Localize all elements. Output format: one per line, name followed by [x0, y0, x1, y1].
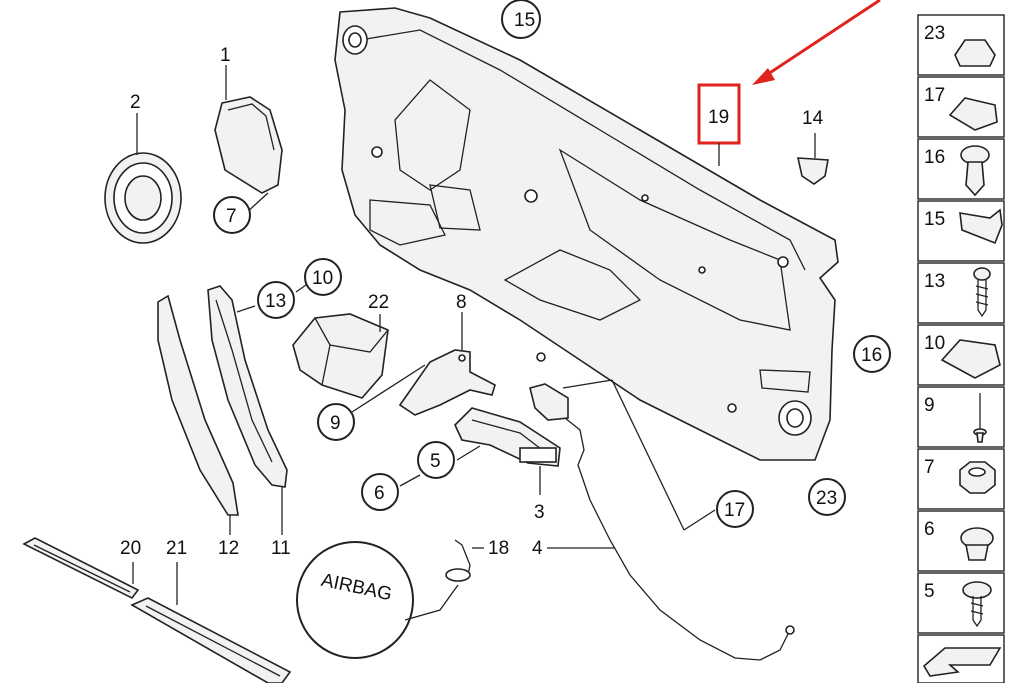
- label-6: 6: [374, 483, 385, 504]
- lock-mechanism: [529, 383, 795, 661]
- label-23: 23: [816, 488, 837, 509]
- airbag-callout: [296, 541, 414, 659]
- arrow-head: [752, 68, 775, 85]
- label-4: 4: [532, 538, 543, 559]
- door-trim-panel: [334, 7, 839, 461]
- label-14: 14: [802, 108, 824, 129]
- legend-label-15: 15: [924, 209, 945, 230]
- legend-label-13: 13: [924, 271, 945, 292]
- label-5: 5: [430, 451, 441, 472]
- label-9: 9: [330, 413, 341, 434]
- clip-nut-icon: [948, 97, 998, 131]
- mounting-bracket: [398, 349, 496, 416]
- washer-screw-icon: [962, 581, 992, 628]
- clip-14: [796, 157, 829, 185]
- label-16: 16: [861, 345, 882, 366]
- speaker-ring: [104, 152, 182, 244]
- spring-clip-icon: [959, 208, 1003, 245]
- trim-strip-11: [207, 285, 288, 488]
- trim-strip-12: [157, 294, 239, 516]
- label-7: 7: [226, 206, 237, 227]
- label-2: 2: [130, 92, 141, 113]
- legend-label-23: 23: [924, 23, 945, 44]
- pocket-box: [292, 313, 389, 399]
- sill-strip-21: [130, 597, 292, 683]
- label-3: 3: [534, 502, 545, 523]
- expanding-nut-icon: [960, 527, 994, 561]
- label-18: 18: [488, 538, 509, 559]
- legend-label-7: 7: [924, 457, 935, 478]
- fastener-legend: 23 17 16 15 13 10 9 7 6 5: [917, 14, 1005, 683]
- label-10: 10: [312, 268, 333, 289]
- label-22: 22: [368, 292, 389, 313]
- label-8: 8: [456, 292, 467, 313]
- pad-icon: [954, 39, 996, 67]
- label-17: 17: [724, 500, 745, 521]
- legend-label-9: 9: [924, 395, 935, 416]
- label-19: 19: [708, 107, 729, 128]
- label-20: 20: [120, 538, 141, 559]
- label-11: 11: [271, 538, 291, 559]
- legend-label-17: 17: [924, 85, 945, 106]
- legend-label-10: 10: [924, 333, 945, 354]
- legend-label-5: 5: [924, 581, 935, 602]
- clip-nut-10-icon: [940, 339, 1001, 379]
- label-12: 12: [218, 538, 239, 559]
- hex-nut-icon: [959, 461, 996, 494]
- rivet-pin-icon: [973, 393, 987, 443]
- push-clip-icon: [960, 145, 990, 197]
- label-1: 1: [220, 45, 231, 66]
- label-15: 15: [514, 10, 535, 31]
- sill-strip-20: [22, 537, 140, 600]
- screw-icon: [973, 267, 991, 318]
- legend-label-6: 6: [924, 519, 935, 540]
- legend-label-16: 16: [924, 147, 945, 168]
- label-21: 21: [166, 538, 187, 559]
- highlight-arrow: [761, 0, 881, 80]
- speaker-cover: [214, 96, 283, 194]
- door-handle: [454, 407, 561, 467]
- direction-arrow-icon: [922, 647, 1002, 677]
- label-13: 13: [265, 291, 286, 312]
- airbag-connector: [445, 539, 471, 582]
